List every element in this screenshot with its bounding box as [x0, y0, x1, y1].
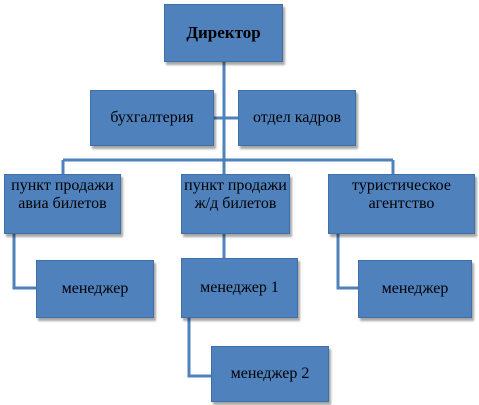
hr-box: отдел кадров	[238, 90, 356, 146]
avia-sales-label: пункт продажи авиа билетов	[11, 177, 114, 212]
connector-avia-manager	[12, 234, 36, 290]
avia-sales-box: пункт продажи авиа билетов	[4, 174, 121, 234]
agency-manager-box: менеджер	[358, 260, 472, 318]
rail-sales-box: пункт продажи ж/д билетов	[181, 174, 290, 234]
rail-sales-label: пункт продажи ж/д билетов	[184, 177, 287, 212]
accounting-box: бухгалтерия	[90, 90, 214, 146]
travel-agency-label: туристическое агентство	[352, 177, 451, 212]
rail-manager-2-box: менеджер 2	[211, 346, 329, 402]
director-box: Директор	[164, 4, 283, 62]
avia-manager-label: менеджер	[61, 280, 129, 297]
avia-manager-box: менеджер	[36, 260, 154, 318]
connector-rail-manager-2	[187, 318, 211, 378]
connector-agency-manager	[336, 234, 358, 290]
director-label: Директор	[186, 23, 261, 42]
rail-manager-2-label: менеджер 2	[230, 365, 310, 382]
rail-manager-1-label: менеджер 1	[200, 279, 279, 296]
accounting-label: бухгалтерия	[110, 109, 194, 126]
rail-manager-1-box: менеджер 1	[181, 258, 298, 318]
agency-manager-label: менеджер	[381, 280, 449, 297]
travel-agency-box: туристическое агентство	[328, 174, 475, 234]
hr-label: отдел кадров	[252, 109, 342, 126]
